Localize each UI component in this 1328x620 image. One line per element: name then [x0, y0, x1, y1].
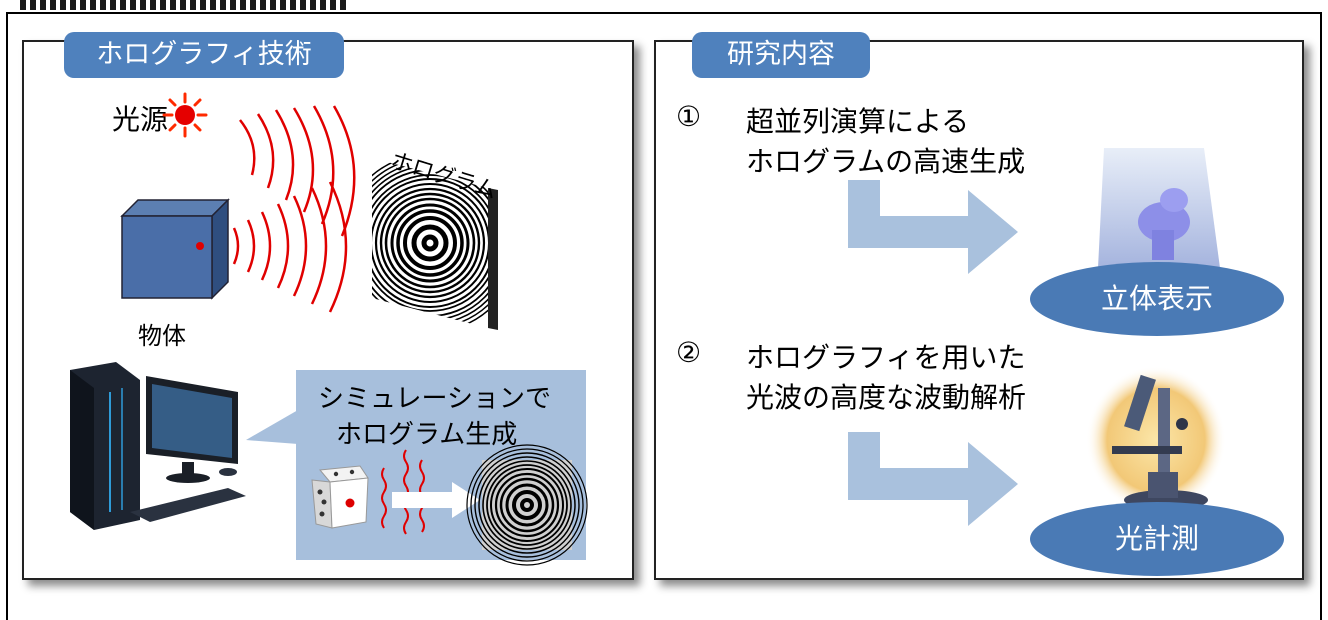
item1-line2: ホログラムの高速生成 [746, 145, 1026, 178]
item1-number: ① [676, 100, 702, 133]
simulation-arrow-icon [392, 482, 480, 518]
generated-hologram-icon [466, 444, 588, 566]
simulation-text-line2: ホログラム生成 [336, 420, 518, 450]
object-wave-lines [232, 181, 348, 313]
holography-tab-title: ホログラフィ技術 [64, 32, 344, 78]
result-optical-measurement: 光計測 [1030, 502, 1284, 576]
outer-frame [6, 12, 1322, 620]
item2-line1: ホログラフィを用いた [746, 341, 1026, 374]
top-decoration [20, 0, 350, 10]
simulation-text-line1: シミュレーションで [318, 384, 551, 414]
microscope-icon [1086, 366, 1226, 514]
object-cube-icon [120, 198, 230, 300]
item1-line1: 超並列演算による [746, 105, 970, 138]
result-3d-display: 立体表示 [1030, 262, 1284, 336]
light-source-icon [162, 92, 208, 138]
research-tab-title: 研究内容 [692, 32, 870, 78]
item1-arrow-icon [848, 180, 1018, 274]
source-wave-lines [239, 105, 356, 237]
light-source-label: 光源 [112, 103, 169, 136]
item2-line2: 光波の高度な波動解析 [746, 381, 1027, 414]
item2-number: ② [676, 336, 702, 369]
dice-icon [311, 465, 369, 529]
computer-icon [70, 362, 246, 530]
object-label: 物体 [138, 322, 186, 350]
item2-arrow-icon [848, 432, 1018, 526]
simulation-callout-pointer [246, 410, 298, 444]
hologram-plate-icon [372, 158, 498, 330]
